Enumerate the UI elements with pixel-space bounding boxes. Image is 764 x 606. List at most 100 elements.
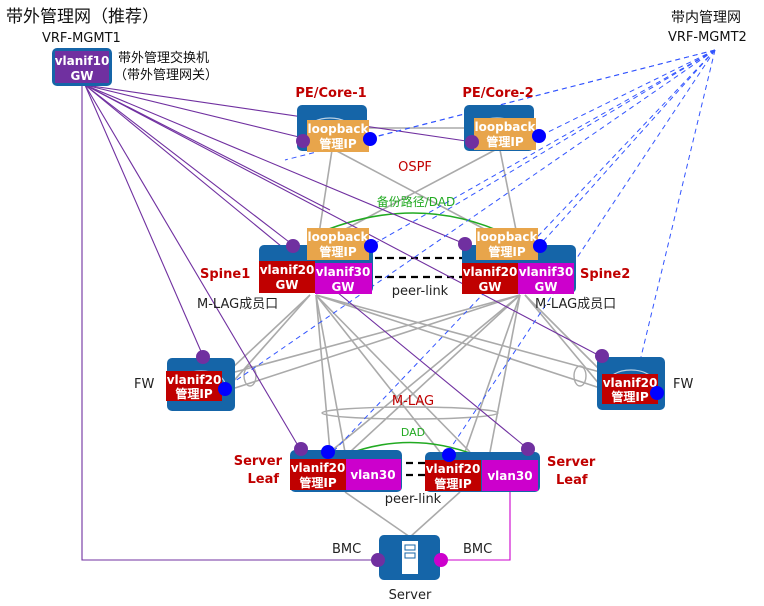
fw1-oob-port xyxy=(196,350,210,364)
link-spine2-leaf1-a xyxy=(329,294,521,453)
leaf1-name-line2: Leaf xyxy=(247,472,279,487)
leaf2-inband-port xyxy=(442,448,456,462)
core2-device[interactable]: loopback 管理IP xyxy=(464,105,546,151)
server-device[interactable] xyxy=(371,535,448,580)
spine2-mlag-member-label: M-LAG成员口 xyxy=(535,297,616,312)
leaf1-vlan30-tag xyxy=(346,459,401,490)
leaf2-vlanif20-tag xyxy=(425,460,481,491)
spine2-vlanif20-line1: vlanif20 xyxy=(463,265,518,279)
mlag-label: M-LAG xyxy=(392,394,434,409)
spine-peer-link-label: peer-link xyxy=(392,284,449,299)
fw2-label: FW xyxy=(673,377,693,392)
fw2-device[interactable]: vlanif20 管理IP xyxy=(595,349,665,410)
leaf2-tag-line1: vlanif20 xyxy=(426,462,481,476)
server-bmc-inband-port xyxy=(434,553,448,567)
link-spine1-leaf1-a xyxy=(315,294,331,453)
fw1-vlanif20-tag xyxy=(166,371,222,401)
link-core1-spine2 xyxy=(334,149,506,241)
spine2-vlanif30-tag xyxy=(518,263,574,294)
leaf1-vlan30-label: vlan30 xyxy=(350,468,395,482)
leaf2-device[interactable]: vlanif20 管理IP vlan30 xyxy=(425,442,540,492)
leaf1-device[interactable]: vlanif20 管理IP vlan30 xyxy=(290,442,402,492)
link-spine1-fw1-a xyxy=(229,294,311,371)
spine1-loopback-line2: 管理IP xyxy=(319,244,356,259)
server-label: Server xyxy=(389,588,432,603)
spine2-vlanif20-tag xyxy=(462,263,518,294)
link-spine1-fw2-b xyxy=(315,294,601,389)
spine2-vlanif30-line2: GW xyxy=(534,280,557,294)
fw2-oob-port xyxy=(595,349,609,363)
fw2-lag-ellipse xyxy=(573,365,587,387)
spine2-device[interactable]: loopback 管理IP vlanif20 GW vlanif30 GW xyxy=(458,228,576,294)
link-spine1-leaf2-b xyxy=(315,294,471,453)
spine1-loopback-line1: loopback xyxy=(308,230,370,244)
core1-loopback-line1: loopback xyxy=(308,122,370,136)
spine1-vlanif30-line2: GW xyxy=(331,280,354,294)
link-spine2-fw2-b xyxy=(524,294,601,386)
fw1-tag-line2: 管理IP xyxy=(175,386,212,401)
inband-link-fw2 xyxy=(633,49,716,387)
core2-loopback-line2: 管理IP xyxy=(486,134,523,149)
oob-link-server-bmc xyxy=(81,85,378,561)
leaf2-vlan30-label: vlan30 xyxy=(487,469,532,483)
inband-vrf-label: VRF-MGMT2 xyxy=(668,30,747,45)
inband-link-core2 xyxy=(539,49,716,137)
spine2-loopback-line1: loopback xyxy=(477,230,539,244)
leaf-peer-link-label: peer-link xyxy=(385,492,442,507)
oob-vrf-label: VRF-MGMT1 xyxy=(42,31,121,46)
server-tower-slot2 xyxy=(404,552,416,559)
oob-management-switch[interactable]: vlanif10 GW xyxy=(52,48,112,86)
leaf2-name-line2: Leaf xyxy=(556,473,588,488)
bmc-right-label: BMC xyxy=(463,542,492,557)
spine2-name: Spine2 xyxy=(580,267,630,282)
core1-loopback-tag xyxy=(307,120,369,152)
core1-loopback-line2: 管理IP xyxy=(319,136,356,151)
backup-path-label: 备份路径/DAD xyxy=(377,194,456,209)
spine2-loopback-line2: 管理IP xyxy=(488,244,525,259)
leaf2-vlan30-tag xyxy=(482,460,538,491)
link-spine2-fw2-a xyxy=(524,294,601,371)
oob-management-links xyxy=(81,84,601,561)
server-tower-slot1 xyxy=(404,544,416,551)
core1-name: PE/Core-1 xyxy=(295,86,366,101)
spine1-vlanif30-tag xyxy=(315,263,372,294)
oob-network-title: 带外管理网（推荐） xyxy=(6,7,159,27)
oob-link-spine2 xyxy=(84,84,466,245)
core2-oob-port xyxy=(465,135,479,149)
inband-link-spine2 xyxy=(539,49,716,246)
oob-link-fw2 xyxy=(84,84,601,357)
fw1-device[interactable]: vlanif20 管理IP xyxy=(166,350,235,411)
inband-link-leaf2 xyxy=(445,49,716,456)
link-spine2-leaf1-b xyxy=(349,294,521,453)
physical-links xyxy=(229,127,601,538)
core2-loopback-tag xyxy=(474,118,536,150)
spine1-vlanif30-line1: vlanif30 xyxy=(316,265,371,279)
peer-links xyxy=(375,256,462,477)
oob-link-core2 xyxy=(84,84,474,143)
leaf1-inband-port xyxy=(321,445,335,459)
oob-link-leaf1 xyxy=(84,84,301,450)
ospf-label: OSPF xyxy=(398,160,432,175)
inband-link-fw1 xyxy=(224,49,716,389)
spine1-mlag-member-label: M-LAG成员口 xyxy=(197,297,278,312)
fw1-tag-line1: vlanif20 xyxy=(167,373,222,387)
spine1-device[interactable]: loopback 管理IP vlanif20 GW vlanif30 GW xyxy=(259,228,378,294)
inband-link-spine1 xyxy=(371,49,716,246)
link-spine1-fw2-a xyxy=(315,294,601,373)
leaf1-vlanif20-tag xyxy=(290,459,346,490)
spine2-oob-port xyxy=(458,237,472,251)
leaf2-tag-line2: 管理IP xyxy=(434,476,471,491)
vlanif10-tag-line2: GW xyxy=(70,69,93,83)
link-core2-spine2 xyxy=(499,149,519,241)
link-spine2-fw1-a xyxy=(234,294,521,373)
oob-link-fw1 xyxy=(84,84,204,357)
core1-oob-port xyxy=(296,134,310,148)
core1-inband-port xyxy=(363,132,377,146)
inband-network-title: 带内管理网 xyxy=(671,10,741,26)
core2-loopback-line1: loopback xyxy=(475,120,537,134)
link-core1-spine1 xyxy=(317,149,333,241)
inband-link-extra-2 xyxy=(429,49,716,221)
link-leaf2-server xyxy=(409,491,461,538)
core1-device[interactable]: loopback 管理IP xyxy=(296,105,377,152)
